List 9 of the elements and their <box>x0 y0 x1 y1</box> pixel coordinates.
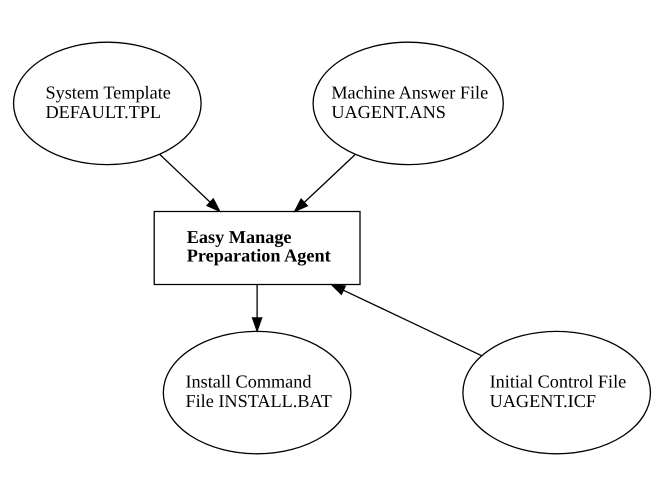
node-box: Easy Manage Preparation Agent <box>154 210 361 285</box>
arrow <box>252 284 263 332</box>
node-ellipse: Initial Control File UAGENT.ICF <box>462 330 652 454</box>
node-ellipse: System Template DEFAULT.TPL <box>12 41 202 165</box>
arrow <box>330 283 482 356</box>
node-ellipse: Machine Answer File UAGENT.ANS <box>312 41 504 165</box>
arrow <box>293 154 356 212</box>
node-ellipse: Install Command File INSTALL.BAT <box>162 330 352 454</box>
arrow <box>159 153 222 212</box>
